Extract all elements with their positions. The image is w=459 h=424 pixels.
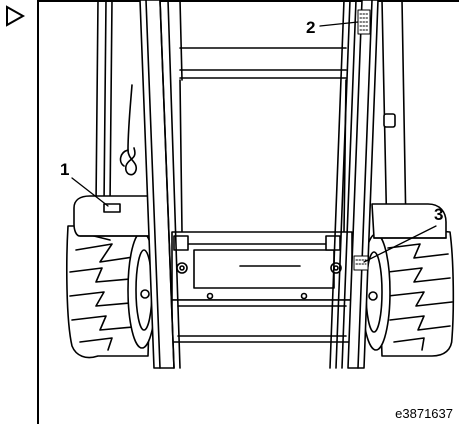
left-mast-channel	[139, 0, 181, 369]
right-fender	[371, 203, 447, 239]
hydraulic-hose	[119, 84, 138, 176]
rear-upright	[381, 0, 407, 241]
upper-crossbar	[179, 0, 347, 81]
left-fender	[73, 195, 153, 237]
bottom-tie-bar	[171, 299, 353, 343]
lower-decal	[353, 255, 369, 271]
figure-frame	[37, 0, 459, 424]
figure-code: e3871637	[395, 406, 453, 421]
callout-2: 2	[306, 18, 316, 37]
callout-3: 3	[434, 205, 444, 224]
callout-1: 1	[60, 160, 70, 179]
right-mast-channel	[329, 0, 379, 369]
lower-carriage	[171, 231, 353, 301]
leader-lines	[71, 21, 437, 263]
play-triangle-icon	[6, 5, 26, 27]
upper-decal	[357, 9, 371, 35]
right-wheel	[361, 225, 455, 357]
left-wheel	[66, 225, 157, 359]
left-outer-rails	[95, 0, 113, 206]
carriage-panel	[179, 79, 347, 233]
